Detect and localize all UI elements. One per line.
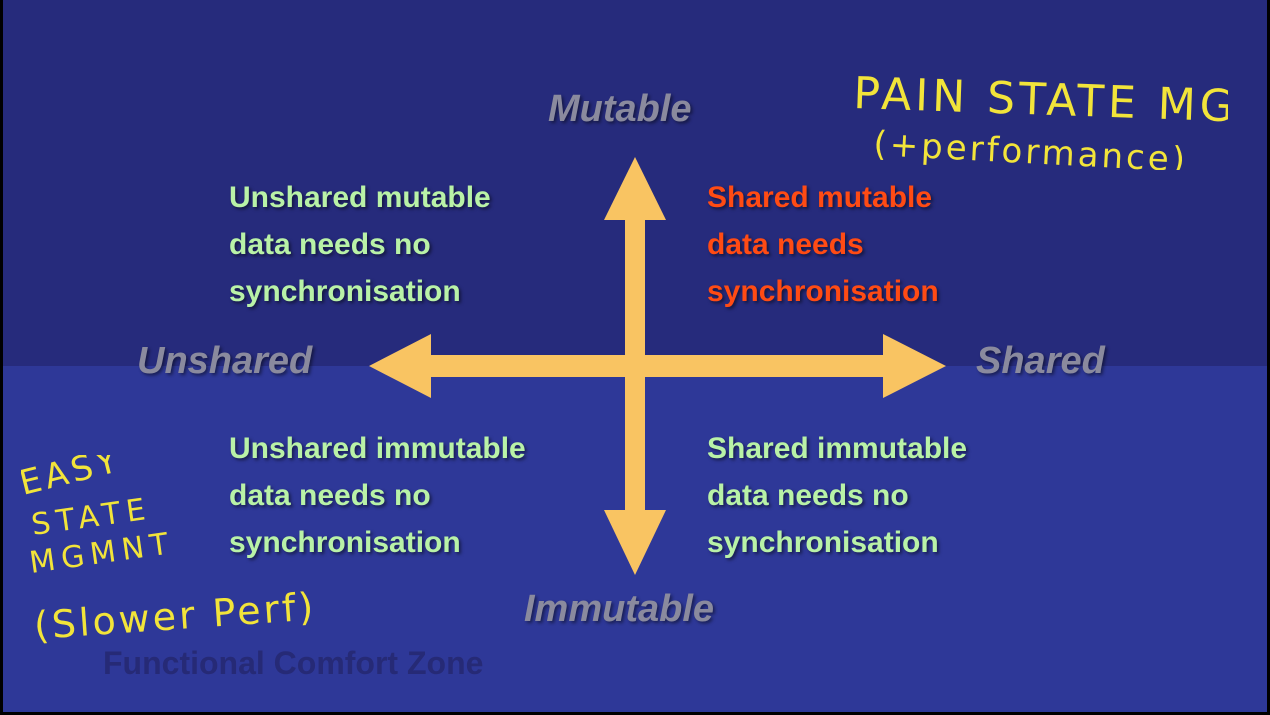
quadrant-line: data needs no [229, 228, 431, 261]
functional-comfort-zone-caption: Functional Comfort Zone [103, 645, 484, 681]
quadrant-line: synchronisation [707, 275, 939, 308]
annotation-line: (Slower Perf) [33, 584, 318, 648]
horizontal-axis-shaft [428, 355, 888, 377]
quadrant-line: Unshared immutable [229, 432, 526, 465]
slide: Mutable Immutable Unshared Shared Unshar… [3, 0, 1267, 712]
axis-label-unshared: Unshared [137, 340, 313, 382]
axis-label-immutable: Immutable [524, 588, 715, 630]
quadrant-unshared-immutable: Unshared immutable data needs no synchro… [229, 425, 526, 566]
quadrant-line: Unshared mutable [229, 181, 491, 214]
annotation-pain-state: PAIN STATE MGMT (+performance) [853, 68, 1228, 170]
quadrant-line: data needs [707, 228, 864, 261]
axes-arrows [369, 157, 946, 575]
annotation-line: (+performance) [873, 124, 1189, 170]
arrow-head-left [369, 334, 431, 398]
quadrant-line: data needs no [707, 479, 909, 512]
quadrant-line: synchronisation [707, 526, 939, 559]
arrow-head-down [604, 510, 666, 575]
axis-label-shared: Shared [976, 340, 1105, 382]
quadrant-line: synchronisation [229, 275, 461, 308]
quadrant-line: synchronisation [229, 526, 461, 559]
quadrant-line: Shared mutable [707, 181, 933, 214]
quadrant-shared-mutable: Shared mutable data needs synchronisatio… [707, 174, 939, 315]
arrow-head-right [883, 334, 946, 398]
quadrant-line: Shared immutable [707, 432, 968, 465]
quadrant-unshared-mutable: Unshared mutable data needs no synchroni… [229, 174, 491, 315]
axis-label-mutable: Mutable [548, 88, 692, 130]
arrow-head-up [604, 157, 666, 220]
quadrant-line: data needs no [229, 479, 431, 512]
quadrant-shared-immutable: Shared immutable data needs no synchroni… [707, 425, 967, 566]
annotation-easy-state: EASY STATE MGMNT (Slower Perf) [21, 455, 318, 648]
